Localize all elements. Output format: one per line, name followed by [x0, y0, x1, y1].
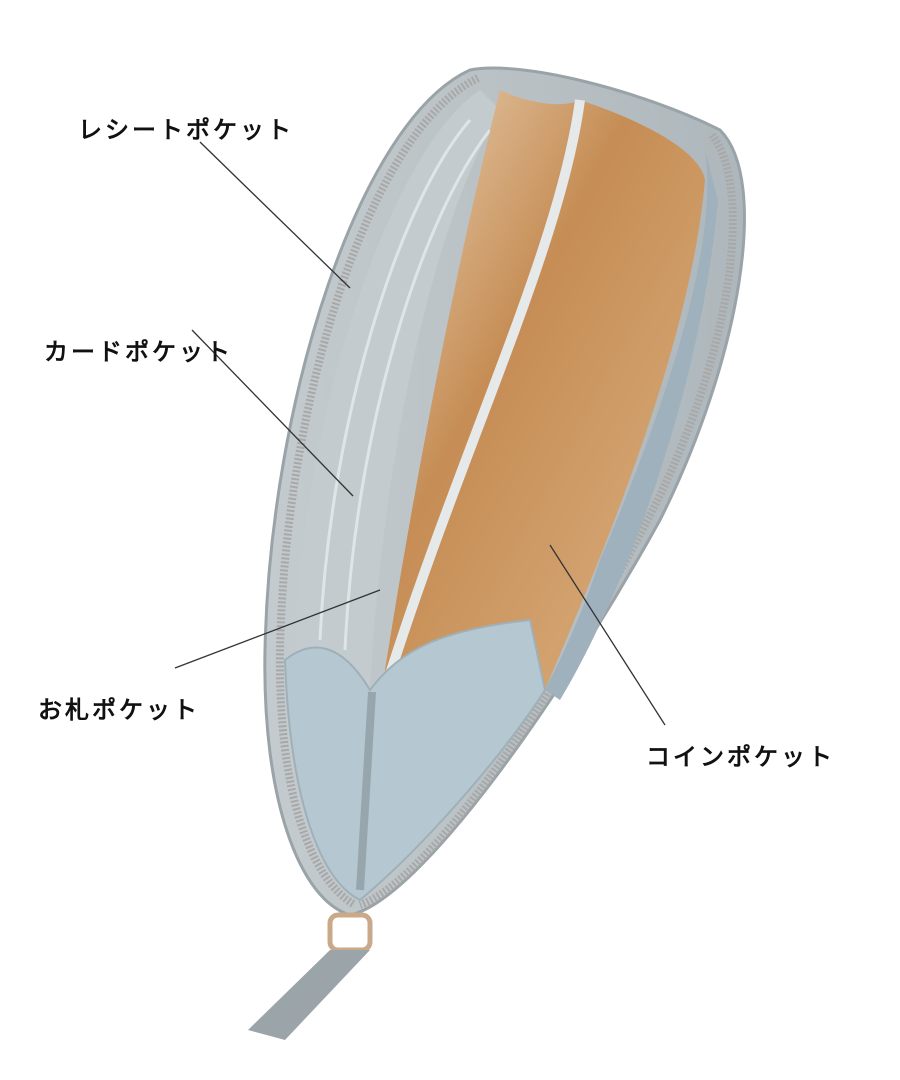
leader-line-coin [549, 544, 666, 726]
bill-pocket-label: お札ポケット [38, 696, 200, 724]
zipper-pull-ring [327, 912, 373, 953]
card-section [295, 90, 500, 690]
leader-line-bill [174, 589, 381, 669]
bill-pocket-flap [283, 618, 547, 902]
card-pocket-label: カードポケット [44, 338, 233, 366]
zipper-pull-tab [248, 950, 370, 1040]
leader-line-card [191, 329, 354, 497]
receipt-pocket-label: レシートポケット [78, 116, 294, 144]
coin-pocket-label: コインポケット [646, 743, 835, 771]
center-divider [380, 99, 585, 692]
leader-line-receipt [199, 141, 351, 289]
zipper-right [358, 132, 737, 909]
coin-pocket-lining [385, 90, 705, 693]
